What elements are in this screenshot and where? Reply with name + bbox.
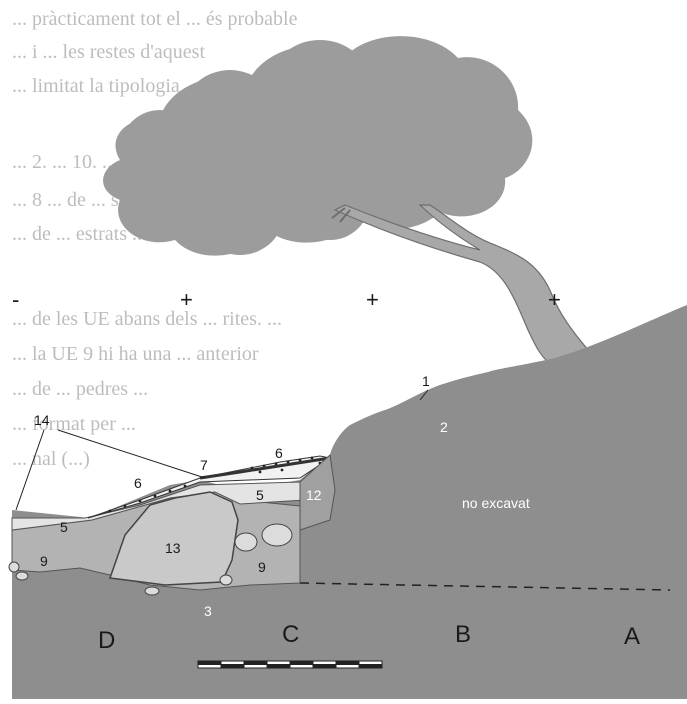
zone-labels: D C B A [98, 621, 640, 654]
label-14-leaders [15, 429, 206, 511]
layer-6-label: 6 [275, 445, 283, 461]
block-13 [108, 491, 239, 586]
layer-7 [199, 456, 331, 480]
layer-12 [299, 454, 336, 531]
minus-sign: - [12, 287, 19, 312]
layer-2-label: 2 [440, 419, 448, 435]
ground-mass [12, 305, 687, 699]
layer-7-label: 7 [200, 457, 208, 473]
layer-13-label: 13 [165, 540, 181, 556]
zone-c-label: C [282, 621, 299, 648]
zone-b-label: B [455, 621, 471, 648]
bg-line: ... limitat la tipologia ... [12, 75, 200, 97]
plus-sign: + [548, 287, 561, 312]
not-excavated-label: no excavat [462, 495, 530, 511]
layer-9-label: 9 [40, 553, 48, 569]
excavation-base-line [299, 582, 671, 591]
bg-line: ... i ... les restes d'aquest [12, 41, 205, 63]
bg-line: ... de les UE abans dels ... rites. ... [12, 308, 282, 330]
layer-14-label: 14 [34, 412, 50, 428]
layer-3-label: 3 [204, 603, 212, 619]
label-1-leader [419, 389, 429, 401]
tree [103, 36, 592, 363]
layer-12-label: 12 [306, 487, 322, 503]
bg-line: ... la UE 9 hi ha una ... anterior [12, 343, 259, 365]
bg-line: ... nal (...) [12, 448, 90, 470]
layer-6-stipple [108, 456, 322, 513]
zone-a-label: A [624, 623, 640, 650]
layer-6 [87, 455, 332, 519]
layer-6-label: 6 [134, 475, 142, 491]
layer-labels: 1 2 3 5 5 6 6 7 9 9 12 13 14 [34, 373, 448, 619]
zone-d-label: D [98, 627, 115, 654]
pebbles [8, 523, 293, 596]
bg-line: ... format per ... [12, 413, 136, 435]
plus-sign: + [180, 287, 193, 312]
tree-branch [331, 207, 351, 223]
bg-line: ... pràcticament tot el ... és probable [12, 8, 298, 30]
background-page-text: ... pràcticament tot el ... és probable … [12, 8, 298, 470]
layer-5 [11, 481, 306, 531]
bg-line: ... de ... pedres ... [12, 378, 148, 400]
signs: - + + + [12, 287, 561, 312]
layer-1-label: 1 [422, 373, 430, 389]
bg-line: ... 2. ... 10. ... [12, 151, 117, 173]
layer-5-label: 5 [60, 519, 68, 535]
tree-canopy [103, 36, 533, 256]
scale-bar [197, 660, 383, 669]
layer-5-label: 5 [256, 487, 264, 503]
layer-9-label: 9 [258, 559, 266, 575]
plus-sign: + [366, 287, 379, 312]
tree-trunk [333, 204, 592, 363]
